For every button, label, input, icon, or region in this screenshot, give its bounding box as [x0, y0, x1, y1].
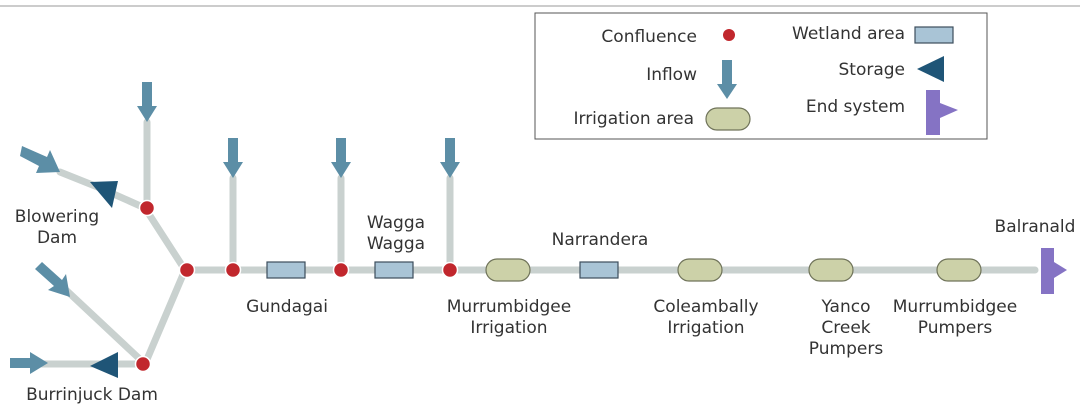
label-murrumbidgee-irrigation-2: Irrigation — [470, 318, 547, 338]
irrigation-area — [485, 258, 531, 282]
legend-end-system-label: End system — [806, 97, 905, 117]
label-yanco-creek-3: Pumpers — [809, 339, 884, 359]
label-coleambally-irrigation-2: Irrigation — [667, 318, 744, 338]
wetland-areas — [266, 261, 619, 279]
label-murrumbidgee-pumpers-2: Pumpers — [918, 318, 993, 338]
confluence-dot — [138, 199, 156, 217]
inflow-arrow — [35, 262, 70, 297]
label-yanco-creek: Yanco — [821, 297, 871, 317]
network-labels: Blowering Dam Burrinjuck Dam Gundagai Wa… — [15, 207, 1076, 405]
legend: Confluence Inflow Irrigation area Wetlan… — [534, 12, 988, 140]
label-narrandera: Narrandera — [552, 230, 649, 250]
irrigation-area — [677, 258, 723, 282]
inflow-arrow — [20, 146, 60, 173]
label-yanco-creek-2: Creek — [821, 318, 870, 338]
legend-confluence-dot — [723, 29, 735, 41]
label-blowering-dam: Dam — [37, 228, 77, 248]
label-gundagai: Gundagai — [246, 297, 328, 317]
confluence-dot — [134, 355, 152, 373]
end-system-icon — [1041, 248, 1067, 294]
legend-inflow-label: Inflow — [646, 65, 697, 85]
burrinjuck-tributary — [62, 286, 149, 368]
irrigation-area — [936, 258, 982, 282]
label-wagga: Wagga — [367, 213, 425, 233]
legend-wetland-swatch — [914, 26, 954, 44]
wetland-area — [266, 261, 306, 279]
label-burrinjuck-dam: Burrinjuck Dam — [26, 385, 158, 405]
label-blowering: Blowering — [15, 207, 99, 227]
inflow-arrows — [10, 82, 460, 374]
legend-box — [534, 12, 988, 140]
legend-irrigation-swatch — [705, 107, 751, 131]
confluence-dot — [441, 261, 459, 279]
storage-icon — [90, 352, 118, 378]
irrigation-areas — [485, 258, 982, 282]
storage-icon — [90, 181, 118, 208]
inflow-arrow — [331, 138, 351, 178]
inflow-arrow — [223, 138, 243, 178]
confluence-dot — [178, 261, 196, 279]
wetland-area — [374, 261, 414, 279]
legend-irrigation-label: Irrigation area — [573, 109, 694, 129]
confluences — [134, 199, 459, 373]
legend-end-system-icon — [926, 90, 958, 135]
inflow-arrow — [440, 138, 460, 178]
blowering-branch — [56, 168, 189, 274]
legend-confluence-label: Confluence — [601, 27, 697, 47]
label-murrumbidgee-irrigation: Murrumbidgee — [447, 297, 571, 317]
confluence-dot — [332, 261, 350, 279]
legend-wetland-label: Wetland area — [792, 24, 905, 44]
label-wagga-2: Wagga — [367, 234, 425, 254]
label-murrumbidgee-pumpers: Murrumbidgee — [893, 297, 1017, 317]
legend-inflow-arrow — [717, 60, 737, 99]
label-balranald: Balranald — [995, 217, 1076, 237]
irrigation-area — [808, 258, 854, 282]
legend-storage-icon — [917, 56, 944, 82]
wetland-area — [579, 261, 619, 279]
inflow-arrow — [137, 82, 157, 122]
legend-storage-label: Storage — [838, 60, 905, 80]
inflow-arrow — [10, 352, 48, 374]
confluence-dot — [224, 261, 242, 279]
label-coleambally-irrigation: Coleambally — [653, 297, 758, 317]
